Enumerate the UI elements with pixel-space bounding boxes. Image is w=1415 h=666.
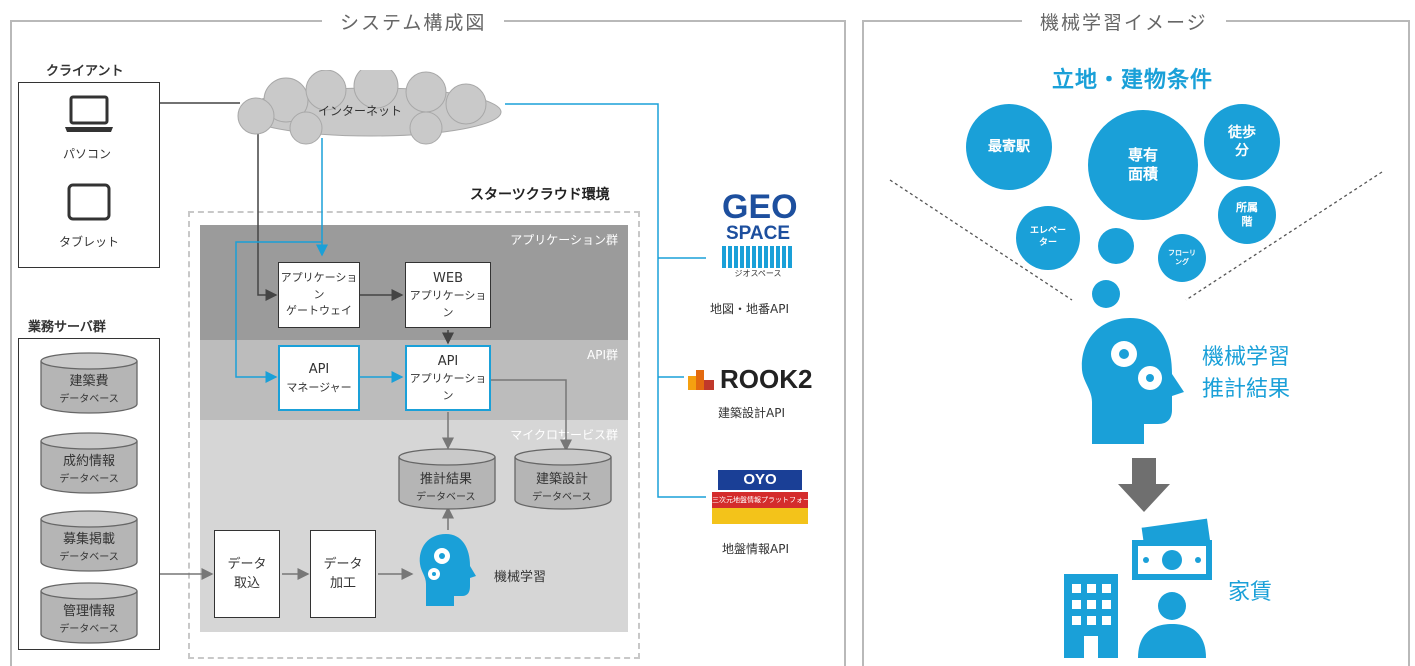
server-db-1: 建築費データベース — [40, 352, 138, 414]
server-db-name: 成約情報 — [62, 454, 115, 469]
down-arrow-icon — [1118, 458, 1170, 512]
bubble-station: 最寄駅 — [966, 104, 1052, 190]
server-db-name: 建築費 — [69, 374, 109, 389]
server-db-3: 募集掲載データベース — [40, 510, 138, 572]
server-db-name: 募集掲載 — [62, 532, 115, 547]
pc-label: パソコン — [63, 147, 112, 161]
funnel-lines — [889, 171, 1383, 301]
server-db-sub: データベース — [59, 552, 119, 563]
oyo-api-label: 地盤情報API — [722, 542, 789, 556]
client-group-label: クライアント — [46, 64, 124, 79]
money-person-icon — [1132, 518, 1212, 658]
client-group-box: パソコン タブレット — [18, 82, 160, 268]
oyo-logo: OYO 三次元地盤情報プラットフォーム — [712, 470, 808, 530]
ml-result-label: 機械学習推計結果 — [1202, 345, 1291, 402]
server-group-box — [18, 338, 160, 650]
tablet-icon — [67, 183, 111, 221]
bubble-small-1 — [1098, 228, 1134, 264]
internet-label: インターネット — [318, 104, 403, 118]
geo-api-label: 地図・地番API — [710, 302, 789, 316]
app-gateway-box: アプリケーションゲートウェイ — [278, 262, 360, 328]
server-group-label: 業務サーバ群 — [28, 320, 106, 335]
geospace-logo: GEO SPACE ジオスペース — [722, 188, 798, 278]
estimate-db: 推計結果 データベース — [398, 448, 496, 510]
bubble-floor: 所属階 — [1218, 186, 1276, 244]
internet-cloud-icon — [237, 70, 502, 145]
server-db-4: 管理情報データベース — [40, 582, 138, 644]
ml-result-head-icon — [1081, 318, 1184, 444]
conditions-heading: 立地・建物条件 — [1052, 68, 1214, 93]
bubble-area: 専有面積 — [1088, 110, 1198, 220]
ml-image-title: 機械学習イメージ — [1022, 8, 1226, 35]
server-db-sub: データベース — [59, 624, 119, 635]
design-db: 建築設計 データベース — [514, 448, 612, 510]
data-import-box: データ取込 — [214, 530, 280, 618]
server-db-2: 成約情報データベース — [40, 432, 138, 494]
bubble-small-2 — [1092, 280, 1120, 308]
ml-label: 機械学習 — [494, 570, 547, 585]
rook-api-label: 建築設計API — [718, 406, 785, 420]
server-db-name: 管理情報 — [62, 604, 115, 619]
system-diagram-title: システム構成図 — [322, 8, 505, 35]
rook-mark-icon — [688, 370, 714, 390]
rent-label: 家賃 — [1228, 580, 1273, 605]
ml-head-icon — [419, 534, 476, 606]
tablet-label: タブレット — [59, 235, 120, 249]
bubble-walk: 徒歩分 — [1204, 104, 1280, 180]
server-db-sub: データベース — [59, 394, 119, 405]
cloud-env-label: スターツクラウド環境 — [470, 187, 610, 203]
bubble-flooring: フローリング — [1158, 234, 1206, 282]
building-icon — [1064, 574, 1118, 658]
laptop-icon — [65, 95, 113, 132]
bubble-elevator: エレベーター — [1016, 206, 1080, 270]
data-process-box: データ加工 — [310, 530, 376, 618]
cloud-env-frame — [188, 211, 640, 659]
server-db-sub: データベース — [59, 474, 119, 485]
